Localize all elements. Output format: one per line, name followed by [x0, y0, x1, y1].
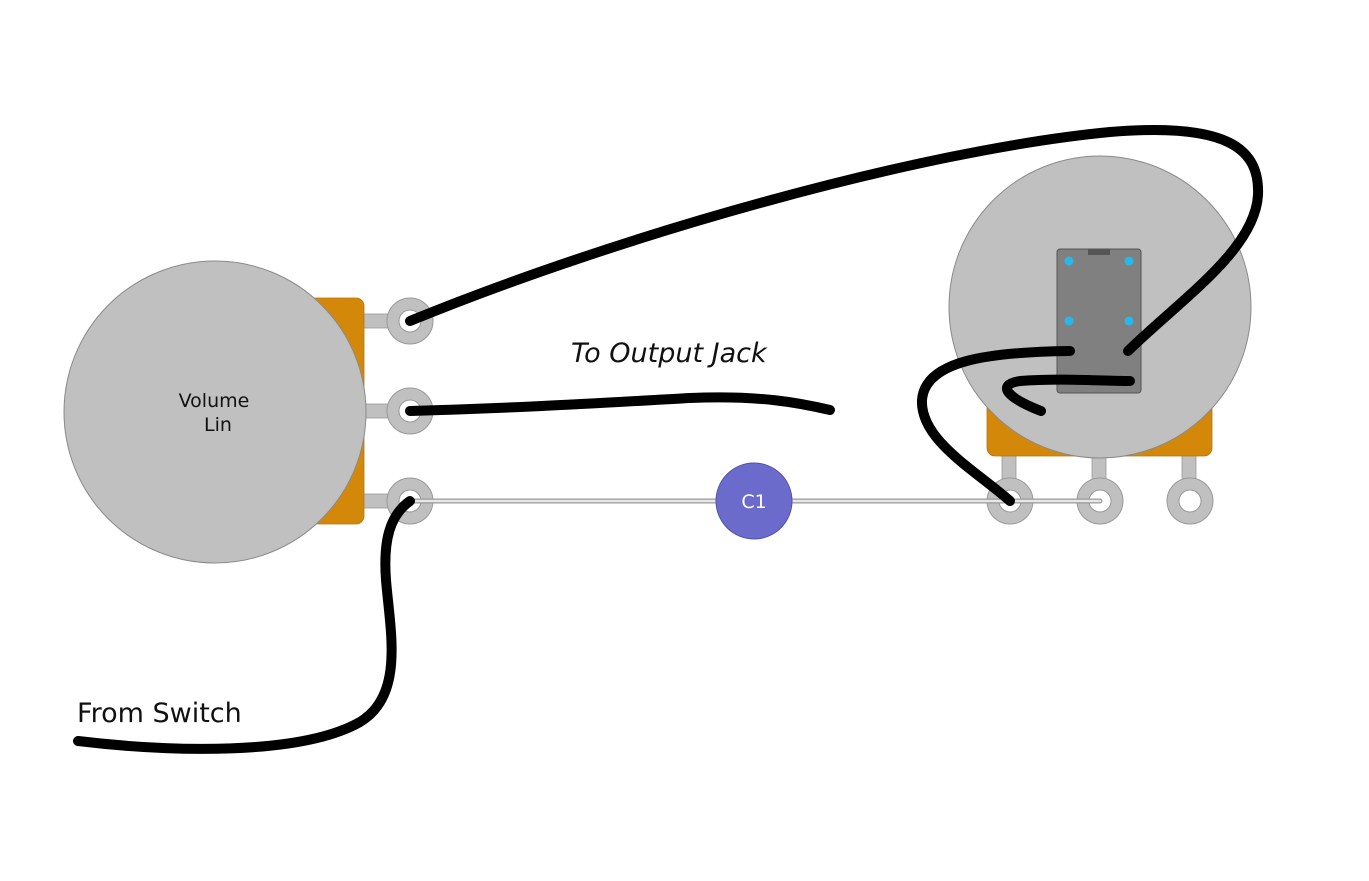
switch-contact-1: [1064, 256, 1074, 266]
to-output-jack-label: To Output Jack: [571, 338, 768, 369]
wires: [73, 124, 1264, 754]
switch-tab: [1088, 249, 1110, 255]
wire-switch-jumper: [1002, 374, 1135, 416]
push-pull-lug-3: [1166, 477, 1214, 525]
capacitor-label: C1: [741, 491, 766, 513]
switch-contact-2: [1124, 256, 1134, 266]
wire-from-switch: [73, 496, 415, 754]
push-pull-pot: [948, 155, 1252, 525]
wire-volume-lug1-to-switch: [405, 124, 1264, 356]
capacitor-c1: C1: [715, 462, 793, 540]
wire-to-output-jack: [405, 392, 835, 416]
volume-pot-label-line1: Volume: [179, 390, 250, 412]
from-switch-label: From Switch: [77, 698, 242, 729]
wire-pushpull-lug1-to-switch: [917, 346, 1075, 506]
volume-pot-label-line2: Lin: [204, 414, 232, 436]
switch-contact-3: [1064, 316, 1074, 326]
volume-pot: Volume Lin: [63, 260, 434, 564]
switch-contact-4: [1124, 316, 1134, 326]
volume-pot-body: [63, 260, 367, 564]
